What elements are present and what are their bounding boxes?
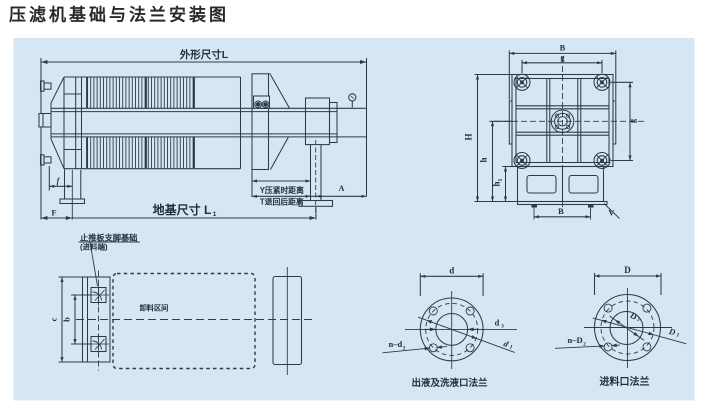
svg-text:Y压紧时距离: Y压紧时距离 [260,185,304,195]
svg-text:T退回后距离: T退回后距离 [260,196,304,206]
svg-text:b: b [62,317,72,322]
svg-text:外形尺寸L: 外形尺寸L [179,48,229,61]
svg-text:A: A [339,184,345,193]
svg-text:2: 2 [583,342,586,348]
svg-text:B: B [558,206,564,216]
svg-text:d: d [495,318,500,328]
svg-text:d: d [502,338,510,349]
svg-text:f: f [57,177,61,186]
svg-text:出液及洗液口法兰: 出液及洗液口法兰 [411,377,488,389]
svg-text:(进料端): (进料端) [80,242,108,252]
svg-text:1: 1 [498,179,504,182]
svg-text:2: 2 [403,346,406,352]
svg-text:3: 3 [501,324,504,330]
svg-text:V: V [608,208,615,218]
svg-text:1: 1 [213,211,217,218]
svg-text:g: g [627,118,637,123]
svg-text:n–d: n–d [389,339,403,349]
svg-text:进料口法兰: 进料口法兰 [600,375,650,388]
svg-text:B: B [560,43,566,53]
svg-text:止推板支脚基础: 止推板支脚基础 [80,233,137,243]
svg-text:压滤机基础与法兰安装图: 压滤机基础与法兰安装图 [9,5,229,25]
svg-text:g: g [560,52,565,62]
svg-text:1: 1 [676,332,681,339]
svg-text:H: H [464,133,474,140]
svg-text:卸料区间: 卸料区间 [140,304,169,313]
svg-text:F: F [51,208,56,218]
svg-text:c: c [49,317,59,321]
svg-text:h: h [492,181,502,186]
svg-text:3: 3 [635,316,641,323]
svg-text:d: d [449,265,454,275]
svg-text:1: 1 [509,344,514,351]
svg-text:n–D: n–D [568,335,583,345]
svg-text:D: D [667,326,677,338]
svg-text:D: D [624,265,631,275]
svg-text:h: h [479,157,489,162]
svg-text:地基尺寸 L: 地基尺寸 L [153,202,212,217]
svg-text:D: D [628,310,639,322]
